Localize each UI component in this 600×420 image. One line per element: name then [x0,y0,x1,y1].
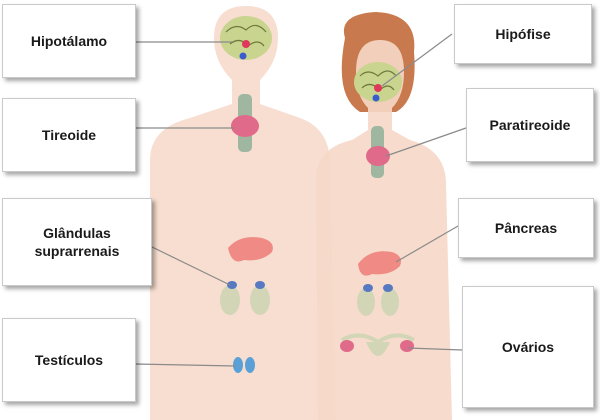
male-kidneys [220,281,270,315]
label-thyroid: Tireoide [2,98,136,172]
label-ovaries-text: Ovários [501,339,555,355]
label-pancreas-text: Pâncreas [494,220,558,236]
male-thyroid [231,115,259,137]
label-testes: Testículos [2,318,136,402]
female-thyroid [366,146,390,166]
label-parathyroid-text: Paratireoide [489,117,571,133]
male-testes [233,357,255,373]
female-reproductive [340,333,415,356]
male-brain [220,16,272,60]
label-pituitary-text: Hipófise [495,26,551,42]
female-pancreas [358,251,401,276]
male-pancreas [228,237,273,262]
label-pituitary: Hipófise [454,4,592,64]
label-pancreas: Pâncreas [458,198,594,258]
label-adrenal-line2: suprarrenais [34,243,120,259]
female-brain [354,62,402,102]
female-kidneys [357,284,399,316]
label-hypothalamus: Hipotálamo [2,4,136,78]
label-adrenal-line1: Glândulas [43,225,111,241]
label-testes-text: Testículos [34,352,104,368]
label-adrenal-glands: Glândulas suprarrenais [2,198,152,286]
label-ovaries: Ovários [462,286,594,408]
label-thyroid-text: Tireoide [41,127,97,143]
label-hypothalamus-text: Hipotálamo [30,33,108,49]
label-parathyroid: Paratireoide [466,88,594,162]
male-figure [150,6,336,420]
leader-lines [134,33,467,367]
